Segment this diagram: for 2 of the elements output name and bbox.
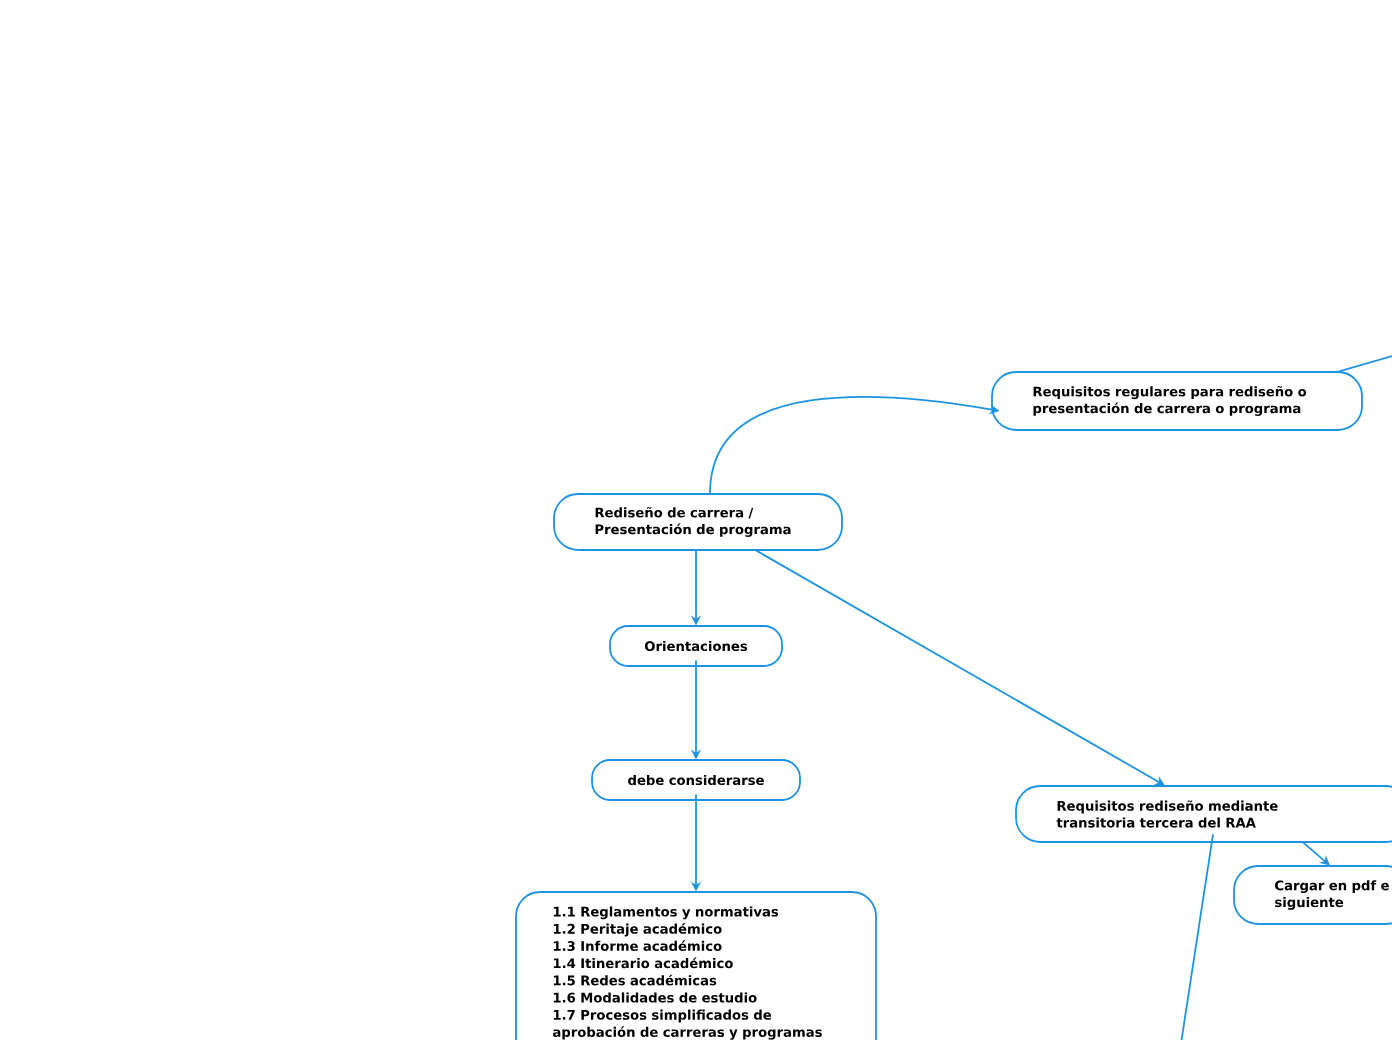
arrow [1302,841,1330,866]
arrow [755,549,1165,786]
